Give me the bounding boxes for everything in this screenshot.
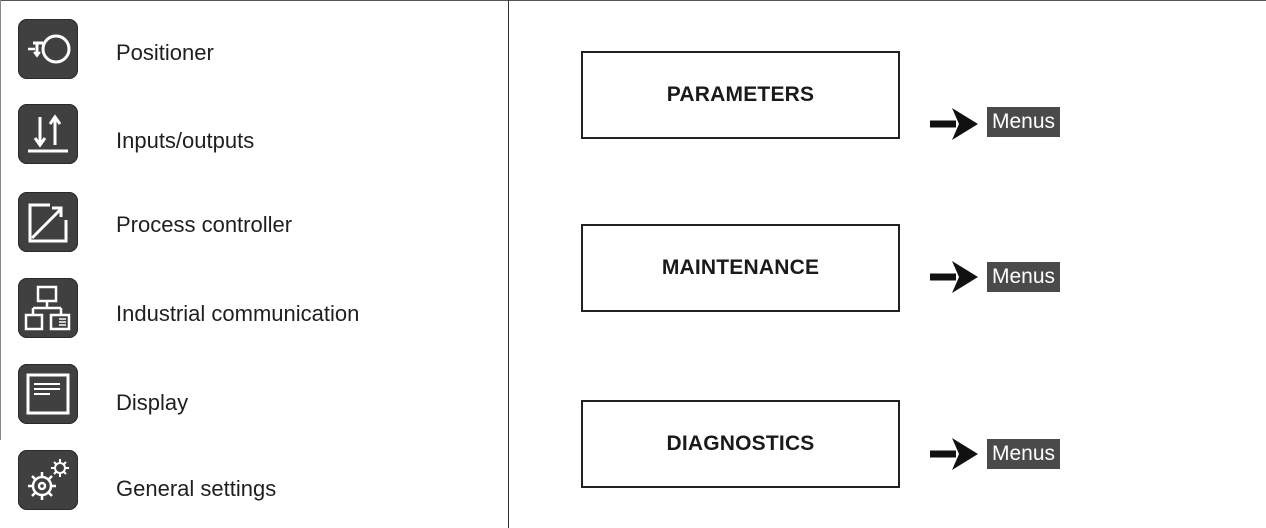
arrow-right-icon: [930, 438, 978, 470]
function-list: Positioner Inputs/outputs Process contro…: [0, 0, 508, 528]
parameters-block[interactable]: PARAMETERS: [581, 51, 900, 139]
maintenance-block[interactable]: MAINTENANCE: [581, 224, 900, 312]
function-label: Inputs/outputs: [116, 128, 255, 153]
function-label: Industrial communication: [116, 301, 360, 326]
menus-link[interactable]: Menus: [987, 262, 1061, 292]
left-border: [0, 0, 1, 440]
arrow-right-icon: [930, 261, 978, 293]
function-item-positioner[interactable]: Positioner: [0, 10, 508, 90]
function-label: General settings: [116, 476, 277, 501]
menus-link[interactable]: Menus: [987, 107, 1061, 137]
function-item-industrial-communication[interactable]: Industrial communication: [0, 268, 508, 348]
function-item-general-settings[interactable]: General settings: [0, 440, 508, 520]
function-item-process-controller[interactable]: Process controller: [0, 183, 508, 263]
function-item-display[interactable]: Display: [0, 354, 508, 434]
gear-icon: [18, 450, 78, 510]
display-icon: [18, 364, 78, 424]
function-label: Process controller: [116, 212, 293, 237]
function-label: Display: [116, 390, 189, 415]
industrial-communication-icon: [18, 278, 78, 338]
diagnostics-block[interactable]: DIAGNOSTICS: [581, 400, 900, 488]
positioner-icon: [18, 19, 78, 79]
column-divider: [508, 0, 509, 528]
menus-link[interactable]: Menus: [987, 439, 1061, 469]
function-label: Positioner: [116, 40, 214, 65]
inputs-outputs-icon: [18, 104, 78, 164]
arrow-right-icon: [930, 108, 978, 140]
process-controller-icon: [18, 192, 78, 252]
function-item-inputs-outputs[interactable]: Inputs/outputs: [0, 96, 508, 176]
